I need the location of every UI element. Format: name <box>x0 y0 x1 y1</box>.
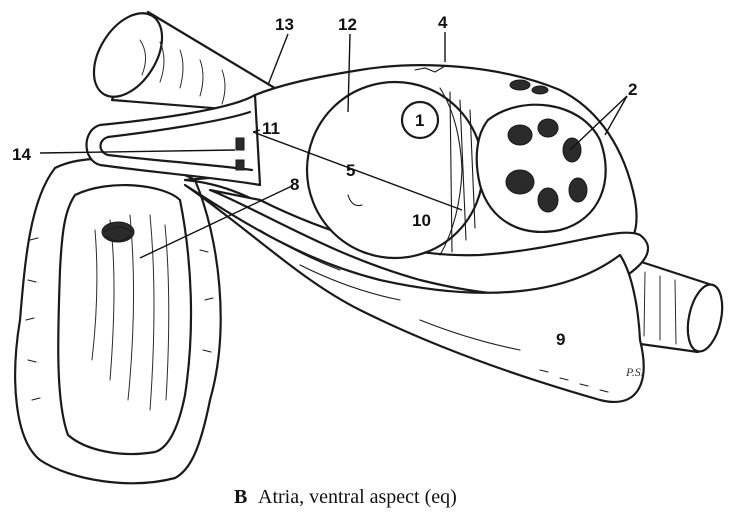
label-8: 8 <box>290 175 299 194</box>
left-lobe <box>15 159 220 484</box>
label-5: 5 <box>346 161 355 180</box>
label-2: 2 <box>628 80 637 99</box>
label-10: 10 <box>412 211 431 230</box>
label-12: 12 <box>338 15 357 34</box>
caption-letter: B <box>234 486 247 508</box>
label-1-circled: 1 <box>415 111 424 130</box>
figure-caption: B Atria, ventral aspect (eq) <box>234 486 457 508</box>
label-9: 9 <box>556 330 565 349</box>
caption-text: Atria, ventral aspect (eq) <box>258 486 457 508</box>
artist-signature: P.S. <box>625 365 644 379</box>
vessel-upper-left <box>80 1 278 112</box>
label-14: 14 <box>12 145 31 164</box>
label-13: 13 <box>275 15 294 34</box>
label-11: 11 <box>262 119 280 138</box>
label-4: 4 <box>438 13 448 32</box>
